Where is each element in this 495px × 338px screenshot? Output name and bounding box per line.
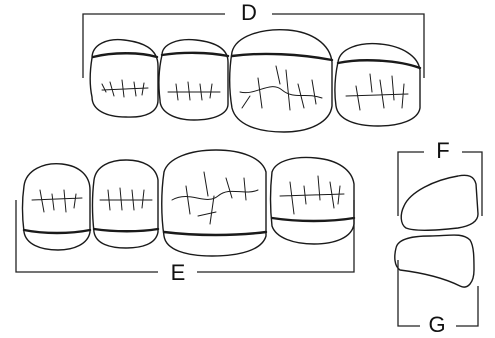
tooth-upper-4 <box>334 42 422 127</box>
bracket-d: D <box>82 0 425 78</box>
bracket-f: F <box>397 138 483 216</box>
tooth-upper-1 <box>89 38 159 118</box>
bracket-g: G <box>397 260 479 337</box>
label-e: E <box>171 260 186 285</box>
tooth-lower-1 <box>21 163 92 251</box>
bracket-e: E <box>15 200 355 285</box>
lower-arch <box>21 149 356 257</box>
tooth-upper-3 <box>229 29 334 133</box>
incisor-lower <box>394 234 475 288</box>
tooth-lower-3 <box>161 149 268 257</box>
tooth-lower-2 <box>91 159 160 249</box>
tooth-upper-2 <box>158 38 230 121</box>
tooth-lower-4 <box>269 156 356 245</box>
label-f: F <box>436 138 449 163</box>
label-d: D <box>241 0 257 25</box>
incisor-upper <box>400 174 479 231</box>
upper-arch <box>89 29 422 133</box>
label-g: G <box>428 312 445 337</box>
